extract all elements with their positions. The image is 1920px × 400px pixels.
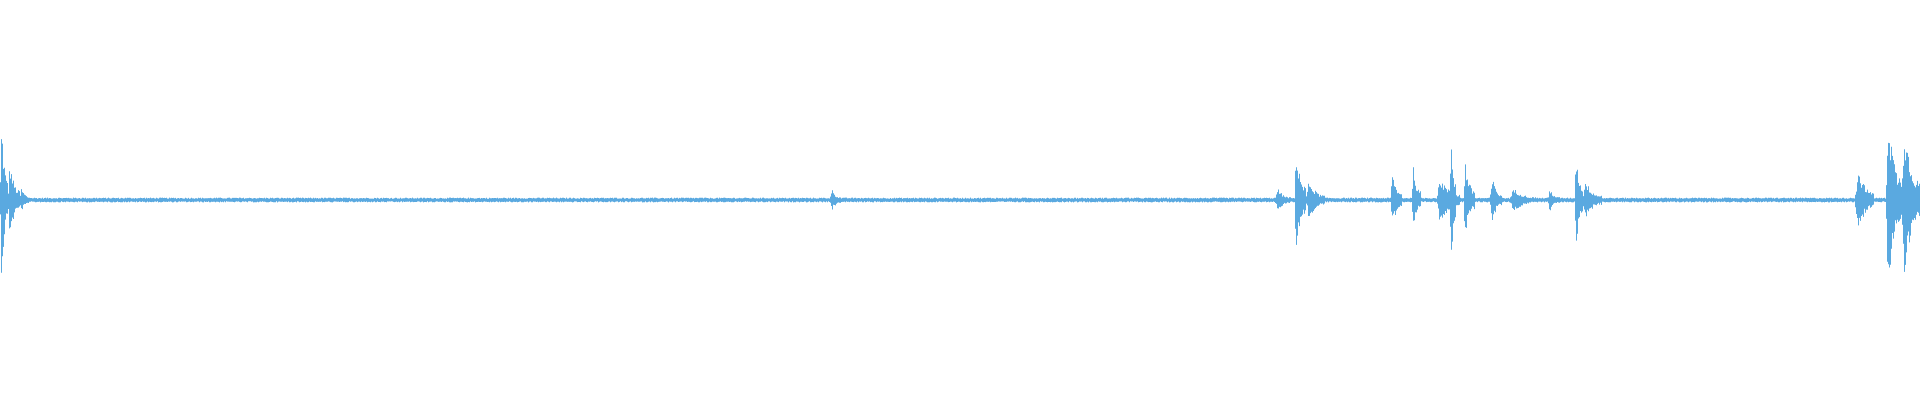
waveform-trace <box>0 139 1920 273</box>
